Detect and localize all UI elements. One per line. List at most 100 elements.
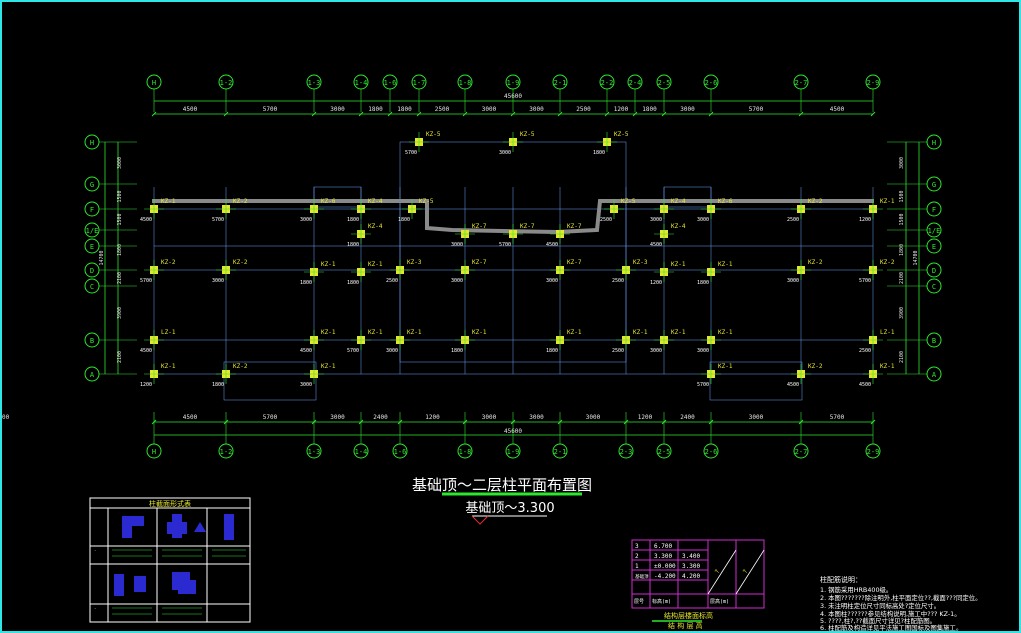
column-label: KZ-1	[368, 329, 383, 336]
column-crosshair	[550, 224, 570, 244]
column-crosshair	[402, 199, 422, 219]
dim-right-seg: 3900	[899, 307, 905, 319]
column-markers[interactable]: KZ-14500KZ-25700KZ-63000KZ-41800KZ-51800…	[140, 131, 895, 388]
axis-label-right: G	[932, 181, 936, 189]
axis-label-left: C	[90, 283, 94, 291]
column-label: KZ-1	[567, 329, 582, 336]
column-label: KZ-5	[419, 198, 434, 205]
dim-right-seg: 3000	[899, 157, 905, 169]
axis-label-left: H	[90, 139, 94, 147]
dim-tick	[708, 111, 714, 117]
column-crosshair	[304, 330, 324, 350]
column-dim-text: 4500	[859, 382, 871, 388]
column-dim-text: 2500	[612, 348, 624, 354]
dim-top-seg: 5700	[749, 106, 764, 113]
column-crosshair	[701, 364, 721, 384]
column-marker[interactable]: KZ-1 1800	[546, 329, 582, 354]
axis-label-bottom: 1-6	[394, 448, 407, 456]
dim-left-seg: 1800	[117, 244, 123, 256]
axis-label-top: 1-9	[507, 79, 520, 87]
dim-tick	[462, 111, 468, 117]
column-marker[interactable]: KZ-2 5700	[859, 259, 895, 284]
column-crosshair	[654, 330, 674, 350]
column-label: KZ-1	[321, 329, 336, 336]
column-crosshair	[351, 224, 371, 244]
axis-label-top: 2-7	[795, 79, 808, 87]
axis-label-bottom: 1-4	[355, 448, 368, 456]
column-crosshair	[390, 330, 410, 350]
column-crosshair	[550, 260, 570, 280]
column-dim-text: 5700	[499, 242, 511, 248]
column-label: KZ-1	[161, 198, 176, 205]
column-label: KZ-2	[233, 259, 248, 266]
column-marker[interactable]: KZ-1 2500	[612, 329, 648, 354]
column-label: KZ-2	[808, 363, 823, 370]
column-label: KZ-6	[718, 198, 733, 205]
dim-top-seg: 3000	[529, 106, 544, 113]
section-table-title: 柱截面形式表	[149, 499, 191, 508]
column-dim-text: 4500	[140, 348, 152, 354]
column-label: KZ-3	[407, 259, 422, 266]
column-dim-text: 3000	[499, 150, 511, 156]
column-crosshair	[216, 364, 236, 384]
dim-tick	[661, 111, 667, 117]
column-crosshair	[216, 260, 236, 280]
column-crosshair	[390, 260, 410, 280]
column-dim-text: 1800	[546, 348, 558, 354]
column-crosshair	[351, 199, 371, 219]
dim-top-seg: 3000	[330, 106, 345, 113]
column-label: KZ-1	[633, 329, 648, 336]
column-crosshair	[144, 330, 164, 350]
column-label: KZ-2	[880, 259, 895, 266]
column-dim-text: 2500	[600, 217, 612, 223]
grid-stair-right	[663, 186, 712, 208]
column-dim-text: 5700	[859, 278, 871, 284]
